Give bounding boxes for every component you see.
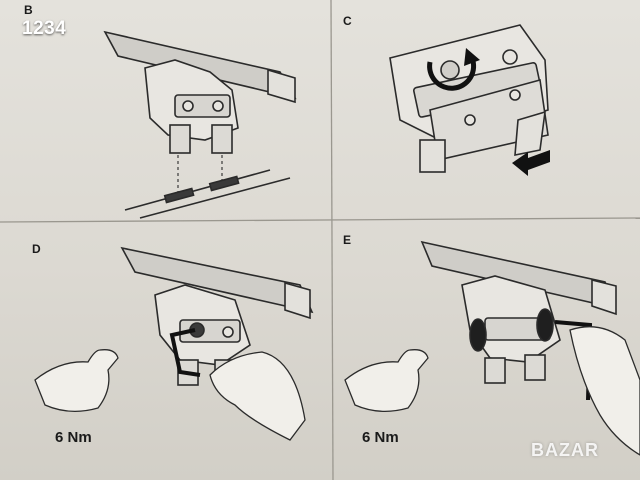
panel-b-illustration: [103, 30, 297, 219]
panel-b-label: B: [24, 3, 33, 17]
panel-e-label: E: [343, 233, 351, 247]
panel-e-torque: 6 Nm: [362, 429, 399, 446]
panel-e-illustration: [344, 240, 640, 456]
overlay-number: 1234: [22, 18, 67, 39]
panel-c-illustration: [389, 24, 550, 176]
panel-d-label: D: [32, 242, 41, 256]
panel-labels: B C D E: [24, 3, 352, 256]
watermark-logo: BAZAR: [531, 440, 599, 460]
panel-d-torque: 6 Nm: [55, 429, 92, 446]
panel-c-label: C: [343, 14, 352, 28]
torque-labels: 6 Nm 6 Nm: [55, 429, 399, 446]
panel-d-illustration: [34, 246, 314, 441]
